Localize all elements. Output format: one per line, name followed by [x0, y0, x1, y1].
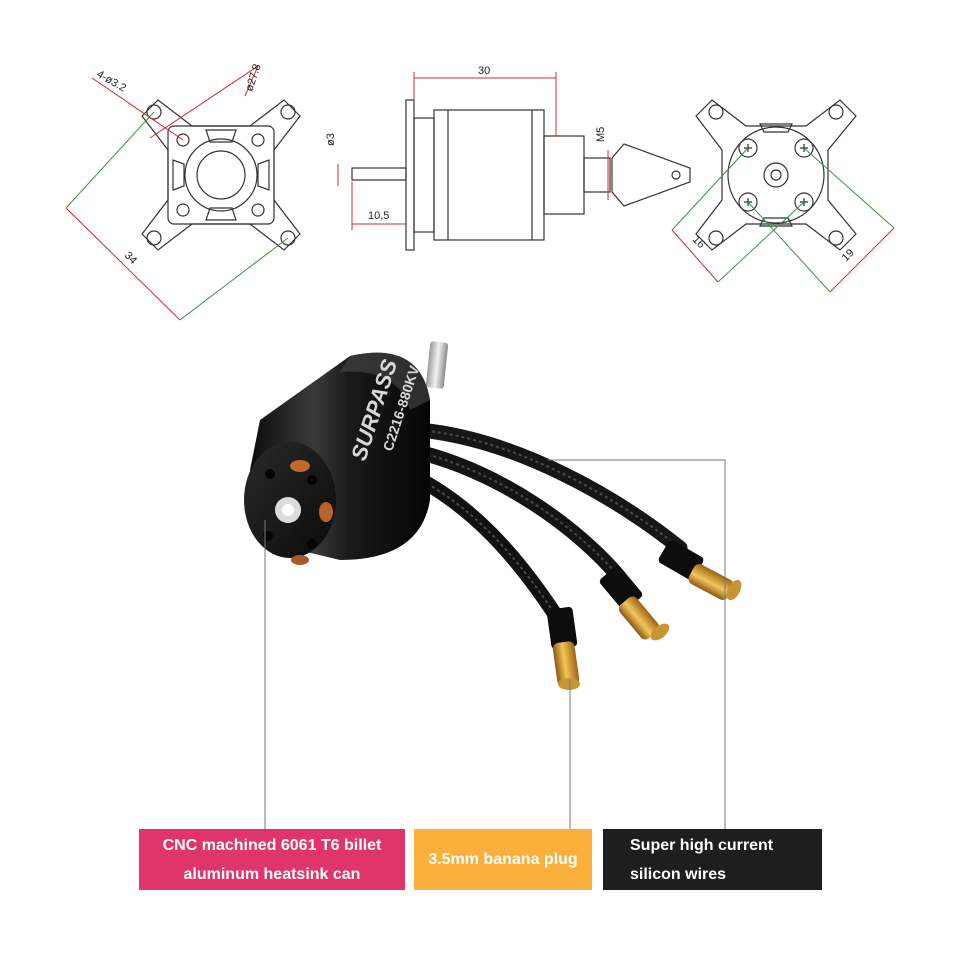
leader-wires: [548, 459, 726, 829]
diameter-label: ø27.8: [243, 62, 263, 92]
shaft-diameter-label: ø3: [325, 133, 337, 146]
callout-can-line1: CNC machined 6061 T6 billet: [162, 836, 382, 854]
outer-spacing-label: 19: [840, 247, 857, 264]
motor-illustration: SURPASS C2216-880KV: [244, 341, 742, 690]
banana-plug-3: [688, 564, 742, 601]
banana-plug-1: [552, 641, 580, 690]
callout-plug-label: 3.5mm banana plug: [428, 851, 578, 868]
mount-span-label: 34: [122, 250, 139, 267]
callout-banana-plug: 3.5mm banana plug: [414, 829, 592, 890]
callout-can-line2: aluminum heatsink can: [183, 865, 361, 883]
side-view-drawing: [351, 99, 691, 251]
shaft-length-label: 10,5: [368, 210, 389, 222]
front-view-dimensions: [65, 65, 289, 321]
motor-shaft: [425, 341, 449, 389]
length-label: 30: [478, 65, 490, 77]
callout-heatsink-can: CNC machined 6061 T6 billet aluminum hea…: [139, 829, 405, 890]
leader-lines: [264, 459, 726, 829]
callout-silicon-wires: Super high current silicon wires: [603, 829, 822, 890]
front-view-drawing: [141, 99, 301, 251]
rear-view-dimensions: [671, 147, 895, 293]
side-view-dimensions: [337, 72, 609, 230]
thread-label: M5: [595, 127, 607, 142]
callout-wires-line1: Super high current: [630, 836, 774, 854]
rear-view-drawing: [695, 99, 857, 251]
inner-spacing-label: 16: [690, 234, 707, 251]
wire-3: [412, 422, 688, 556]
callout-wires-line2: silicon wires: [630, 865, 727, 883]
banana-plug-2: [618, 596, 670, 641]
